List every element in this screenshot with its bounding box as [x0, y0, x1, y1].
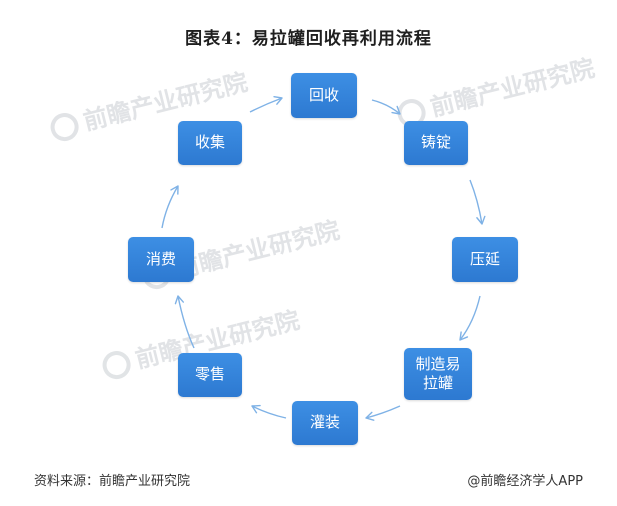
node-label: 灌装 [309, 413, 340, 432]
page-title: 图表4：易拉罐回收再利用流程 [185, 29, 432, 49]
arrow-collect-to-recycle [249, 96, 283, 113]
arrow-make-can-to-fill [365, 405, 401, 421]
arrow-recycle-to-ingot [371, 99, 401, 115]
node-recycle: 回收 [291, 73, 357, 118]
arrow-retail-to-consume [174, 295, 195, 349]
node-label: 回收 [308, 85, 339, 104]
brand-credit: @前瞻经济学人APP [467, 474, 583, 489]
node-label: 收集 [194, 133, 225, 152]
source-note: 资料来源：前瞻产业研究院 [34, 474, 191, 489]
node-label: 消费 [145, 249, 176, 268]
arrow-fill-to-retail [251, 404, 287, 419]
node-collect: 收集 [178, 121, 242, 165]
node-roll: 压延 [452, 237, 518, 282]
arrow-ingot-to-roll [469, 179, 486, 225]
node-ingot: 铸锭 [404, 121, 468, 165]
arrow-consume-to-collect [161, 185, 179, 229]
arrow-roll-to-make-can [459, 295, 481, 341]
node-retail: 零售 [178, 353, 242, 397]
node-label: 铸锭 [420, 133, 451, 152]
node-label: 压延 [469, 249, 500, 268]
node-label: 零售 [194, 365, 225, 384]
node-label: 制造易拉罐 [415, 354, 461, 393]
node-fill: 灌装 [292, 401, 358, 445]
node-consume: 消费 [128, 237, 194, 282]
node-make-can: 制造易拉罐 [404, 348, 472, 400]
